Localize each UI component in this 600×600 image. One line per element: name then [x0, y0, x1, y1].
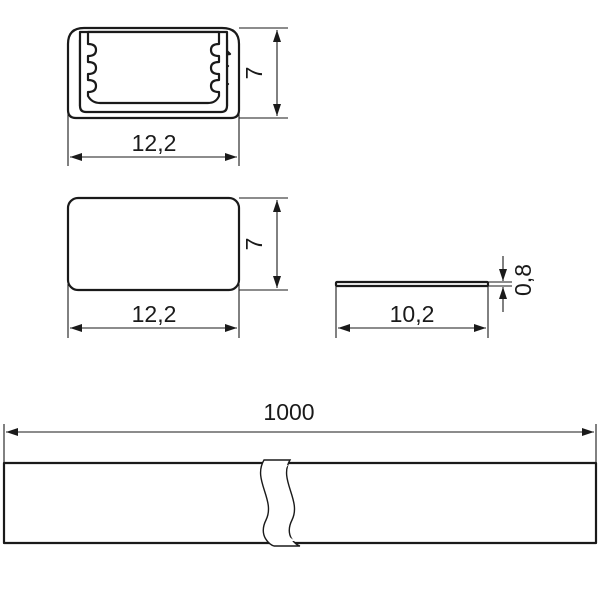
diffuser-width-label: 10,2	[390, 301, 435, 327]
end-cap-height-label: 7	[241, 238, 267, 251]
profile-view: 7 12,2	[66, 26, 288, 166]
profile-inner-cavity	[86, 30, 221, 105]
diffuser-thickness-label: 0,8	[510, 264, 536, 296]
profile-width-label: 12,2	[132, 130, 177, 156]
length-label: 1000	[263, 399, 314, 425]
length-bar-outline	[2, 461, 598, 545]
diffuser-view: 0,8 10,2	[334, 256, 536, 338]
end-cap-outline	[66, 196, 241, 292]
diffuser-outline	[334, 280, 490, 288]
end-cap-width-label: 12,2	[132, 301, 177, 327]
end-cap-view: 7 12,2	[66, 196, 288, 338]
length-view: 1000	[2, 399, 598, 547]
length-break-fill	[262, 465, 298, 541]
profile-height-label: 7	[241, 67, 267, 80]
